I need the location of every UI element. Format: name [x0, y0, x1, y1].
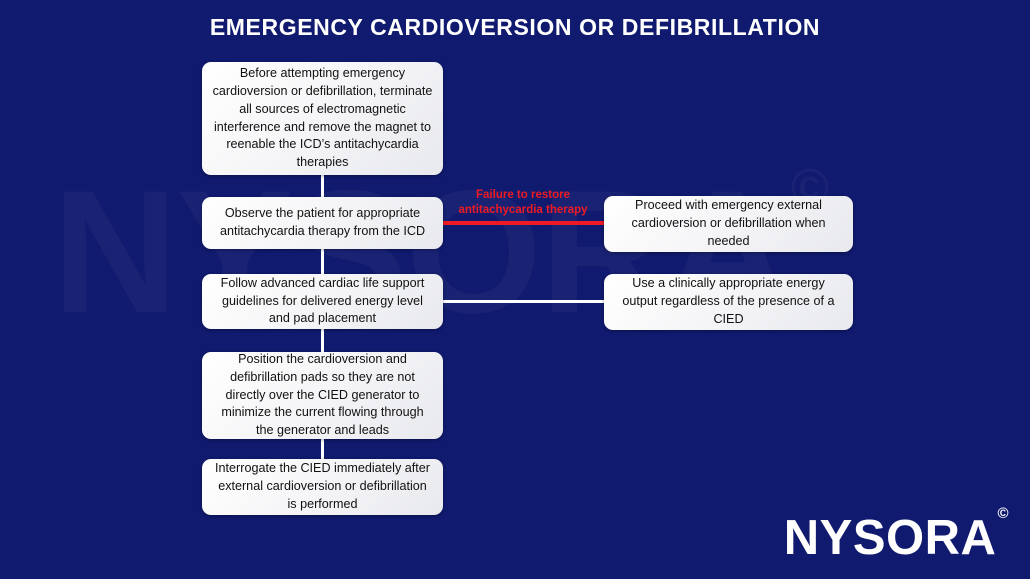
flow-node-n1-text: Before attempting emergency cardioversio…	[212, 65, 433, 170]
flow-node-n4[interactable]: Position the cardioversion and defibrill…	[202, 352, 443, 439]
flow-node-n1[interactable]: Before attempting emergency cardioversio…	[202, 62, 443, 175]
connector-n2-r1-red	[443, 221, 605, 225]
flow-node-n5-text: Interrogate the CIED immediately after e…	[215, 461, 430, 511]
flow-node-n2-text: Observe the patient for appropriate anti…	[219, 206, 426, 238]
page-title: EMERGENCY CARDIOVERSION OR DEFIBRILLATIO…	[209, 14, 821, 40]
flow-node-n3[interactable]: Follow advanced cardiac life support gui…	[202, 274, 443, 329]
flow-node-n3-text: Follow advanced cardiac life support gui…	[220, 275, 425, 326]
flow-node-n5[interactable]: Interrogate the CIED immediately after e…	[202, 459, 443, 515]
connector-n3-r2	[443, 300, 605, 303]
connector-n2-n3	[321, 248, 324, 276]
logo-text: NYSORA	[783, 511, 997, 565]
flow-node-r1-text: Proceed with emergency external cardiove…	[631, 198, 826, 248]
flow-node-r1[interactable]: Proceed with emergency external cardiove…	[604, 196, 853, 252]
connector-n3-n4	[321, 328, 324, 353]
flow-node-r2[interactable]: Use a clinically appropriate energy outp…	[604, 274, 853, 330]
flow-node-r2-text: Use a clinically appropriate energy outp…	[622, 276, 835, 326]
connector-n4-n5	[321, 438, 324, 460]
connector-n1-n2	[321, 174, 324, 198]
branch-label-failure: Failure to restore antitachycardia thera…	[458, 189, 588, 216]
nysora-logo: NYSORA©	[783, 506, 1009, 565]
flow-node-n2[interactable]: Observe the patient for appropriate anti…	[202, 197, 443, 249]
flow-node-n4-text: Position the cardioversion and defibrill…	[221, 351, 424, 438]
logo-copyright-icon: ©	[997, 504, 1009, 522]
